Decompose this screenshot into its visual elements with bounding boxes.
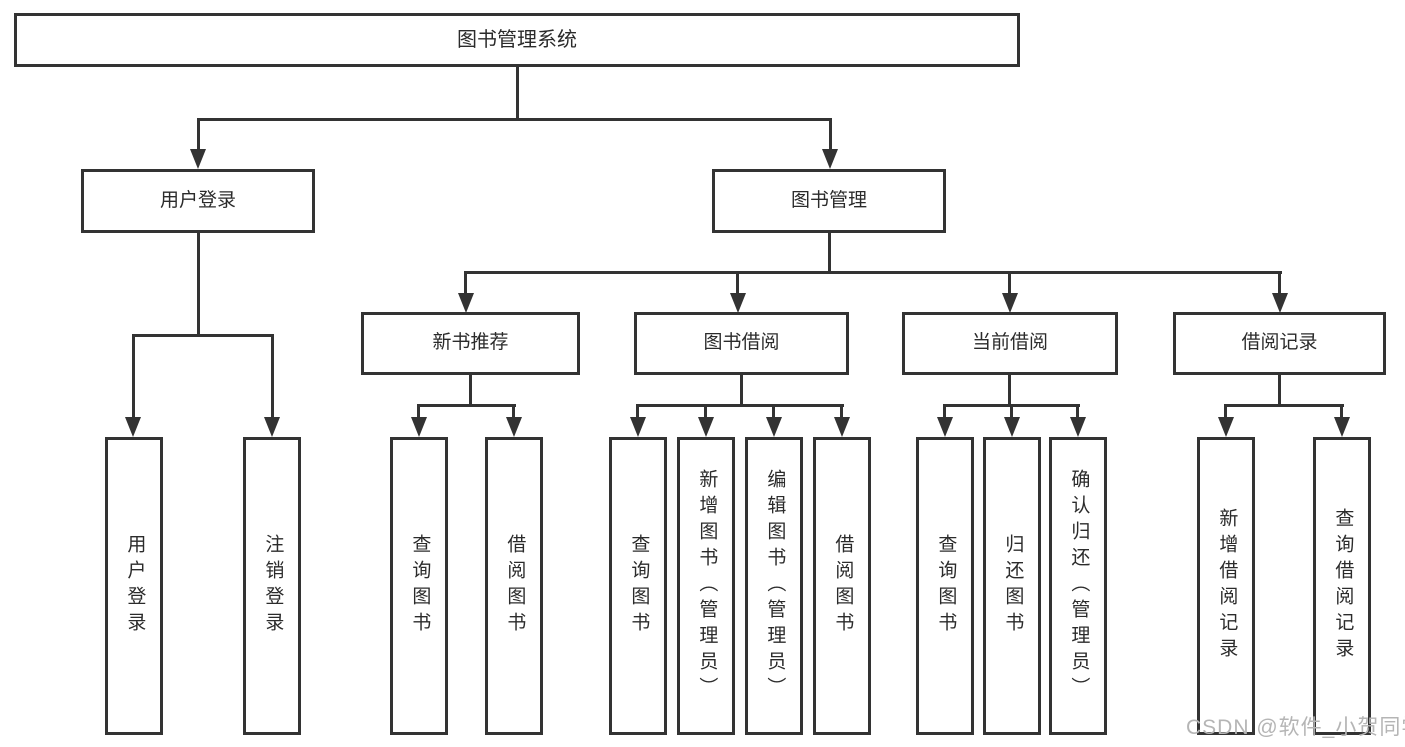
leaf-label: 查询图书 bbox=[935, 534, 957, 638]
connector-line bbox=[1278, 375, 1281, 406]
arrow-down-icon bbox=[1004, 417, 1020, 437]
arrow-down-icon bbox=[766, 417, 782, 437]
connector-line bbox=[636, 404, 639, 419]
leaf-label: 确认归还（管理员） bbox=[1068, 469, 1090, 703]
connector-line bbox=[197, 118, 832, 121]
node-current-borrowing: 当前借阅 bbox=[902, 312, 1118, 375]
leaf-edit-books-admin: 编辑图书（管理员） bbox=[745, 437, 803, 735]
node-label: 图书管理 bbox=[790, 189, 867, 211]
connector-line bbox=[829, 118, 832, 152]
node-book-borrowing: 图书借阅 bbox=[634, 312, 849, 375]
leaf-label: 用户登录 bbox=[124, 534, 146, 638]
node-label: 图书管理系统 bbox=[457, 29, 577, 51]
arrow-down-icon bbox=[506, 417, 522, 437]
connector-line bbox=[132, 334, 274, 337]
arrow-down-icon bbox=[834, 417, 850, 437]
connector-line bbox=[1008, 271, 1011, 297]
node-new-book-recommend: 新书推荐 bbox=[361, 312, 580, 375]
connector-line bbox=[1008, 375, 1011, 406]
node-label: 图书借阅 bbox=[703, 332, 780, 354]
connector-line bbox=[197, 233, 200, 337]
node-label: 用户登录 bbox=[159, 189, 236, 211]
connector-line bbox=[1076, 404, 1079, 419]
arrow-down-icon bbox=[125, 417, 141, 437]
leaf-label: 查询图书 bbox=[628, 534, 650, 638]
connector-line bbox=[132, 334, 135, 420]
arrow-down-icon bbox=[698, 417, 714, 437]
leaf-borrow-books-recommend: 借阅图书 bbox=[485, 437, 543, 735]
connector-line bbox=[417, 404, 516, 407]
connector-line bbox=[704, 404, 707, 419]
leaf-add-borrow-record: 新增借阅记录 bbox=[1197, 437, 1255, 735]
leaf-logout: 注销登录 bbox=[243, 437, 301, 735]
leaf-query-books-current: 查询图书 bbox=[916, 437, 974, 735]
connector-line bbox=[516, 66, 519, 121]
connector-line bbox=[197, 118, 200, 152]
node-label: 借阅记录 bbox=[1241, 332, 1318, 354]
leaf-borrow-books: 借阅图书 bbox=[813, 437, 871, 735]
connector-line bbox=[943, 404, 946, 419]
node-user-login: 用户登录 bbox=[81, 169, 315, 233]
connector-line bbox=[1278, 271, 1281, 297]
leaf-label: 借阅图书 bbox=[832, 534, 854, 638]
arrow-down-icon bbox=[190, 149, 206, 169]
arrow-down-icon bbox=[822, 149, 838, 169]
connector-line bbox=[271, 334, 274, 420]
node-library-management-system: 图书管理系统 bbox=[14, 13, 1020, 67]
arrow-down-icon bbox=[1002, 293, 1018, 313]
leaf-label: 新增借阅记录 bbox=[1216, 508, 1238, 664]
node-borrowing-records: 借阅记录 bbox=[1173, 312, 1386, 375]
leaf-user-login: 用户登录 bbox=[105, 437, 163, 735]
leaf-add-books-admin: 新增图书（管理员） bbox=[677, 437, 735, 735]
arrow-down-icon bbox=[1070, 417, 1086, 437]
leaf-label: 新增图书（管理员） bbox=[696, 469, 718, 703]
arrow-down-icon bbox=[1218, 417, 1234, 437]
arrow-down-icon bbox=[730, 293, 746, 313]
connector-line bbox=[464, 271, 467, 297]
connector-line bbox=[636, 404, 844, 407]
connector-line bbox=[1224, 404, 1227, 419]
node-label: 当前借阅 bbox=[971, 332, 1048, 354]
arrow-down-icon bbox=[630, 417, 646, 437]
arrow-down-icon bbox=[1272, 293, 1288, 313]
connector-line bbox=[740, 375, 743, 406]
leaf-label: 归还图书 bbox=[1002, 534, 1024, 638]
connector-line bbox=[1340, 404, 1343, 419]
leaf-query-books-borrow: 查询图书 bbox=[609, 437, 667, 735]
leaf-confirm-return-admin: 确认归还（管理员） bbox=[1049, 437, 1107, 735]
arrow-down-icon bbox=[458, 293, 474, 313]
leaf-label: 编辑图书（管理员） bbox=[764, 469, 786, 703]
node-label: 新书推荐 bbox=[432, 332, 509, 354]
connector-line bbox=[464, 271, 1282, 274]
leaf-query-borrow-record: 查询借阅记录 bbox=[1313, 437, 1371, 735]
connector-line bbox=[772, 404, 775, 419]
connector-line bbox=[1224, 404, 1344, 407]
arrow-down-icon bbox=[1334, 417, 1350, 437]
leaf-return-books: 归还图书 bbox=[983, 437, 1041, 735]
connector-line bbox=[828, 233, 831, 274]
leaf-label: 查询借阅记录 bbox=[1332, 508, 1354, 664]
leaf-label: 借阅图书 bbox=[504, 534, 526, 638]
node-book-management: 图书管理 bbox=[712, 169, 946, 233]
arrow-down-icon bbox=[411, 417, 427, 437]
arrow-down-icon bbox=[264, 417, 280, 437]
leaf-query-books-recommend: 查询图书 bbox=[390, 437, 448, 735]
leaf-label: 注销登录 bbox=[262, 534, 284, 638]
arrow-down-icon bbox=[937, 417, 953, 437]
connector-line bbox=[512, 404, 515, 419]
csdn-watermark: CSDN @软件_小贺同学 bbox=[1186, 716, 1405, 739]
connector-line bbox=[736, 271, 739, 297]
connector-line bbox=[1010, 404, 1013, 419]
connector-line bbox=[469, 375, 472, 406]
leaf-label: 查询图书 bbox=[409, 534, 431, 638]
connector-line bbox=[840, 404, 843, 419]
connector-line bbox=[417, 404, 420, 419]
